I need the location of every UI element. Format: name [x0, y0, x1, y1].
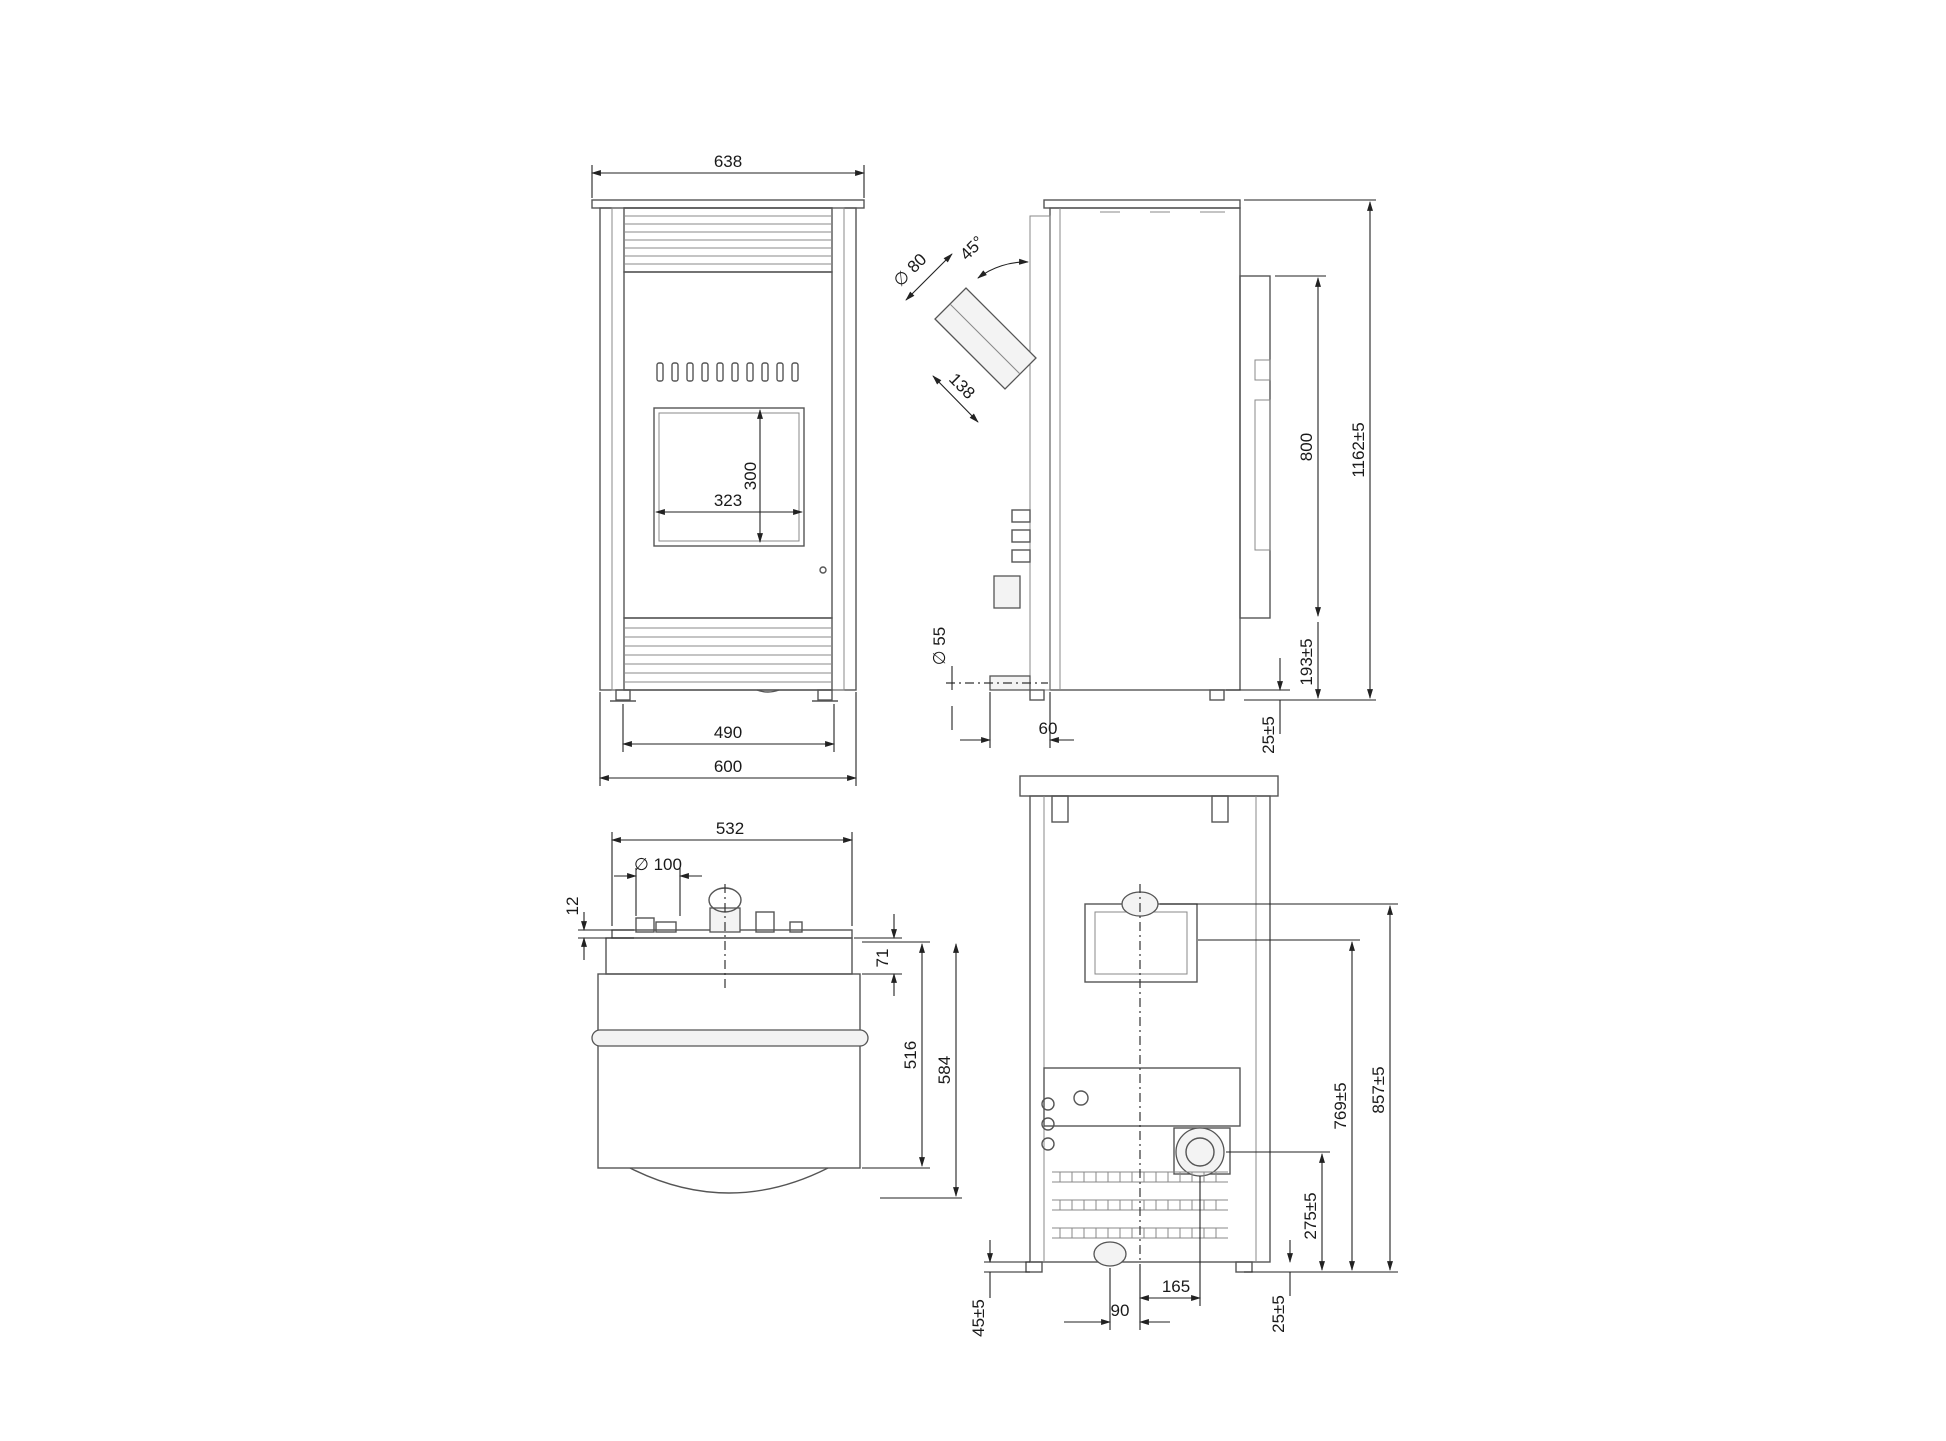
rear-foot-right	[1235, 1261, 1253, 1273]
top-handle-rail	[591, 1029, 869, 1047]
rear-connector-1	[1011, 509, 1031, 523]
dim-intake-diameter: ∅ 55	[930, 627, 949, 665]
front-upper-grille	[623, 207, 833, 273]
dim-window-width: 323	[714, 491, 742, 510]
dim-intake-offset: 60	[1039, 719, 1058, 738]
top-rear-plate	[605, 937, 853, 975]
dim-foot-height: 25±5	[1259, 716, 1278, 754]
front-view	[591, 199, 865, 702]
dim-depth-516: 516	[901, 1041, 920, 1069]
front-vent-slots	[656, 362, 799, 382]
rear-body	[1029, 795, 1271, 1263]
dim-total-height: 1162±5	[1349, 422, 1368, 477]
dim-depth-584: 584	[935, 1056, 954, 1084]
side-top-plate	[1043, 199, 1241, 209]
dim-window-height: 300	[741, 462, 760, 490]
top-small-box-1	[635, 917, 655, 933]
rear-view	[1019, 775, 1279, 1273]
side-foot-rear	[1209, 689, 1225, 701]
dim-offset-90: 90	[1111, 1301, 1130, 1320]
top-small-box-2	[655, 921, 677, 933]
dim-outlet-height-857: 857±5	[1369, 1066, 1388, 1113]
top-small-box-3	[755, 911, 775, 933]
front-window	[653, 407, 805, 547]
rear-connector-3	[1011, 549, 1031, 563]
rear-bracket-right	[1211, 795, 1229, 823]
rear-dimensions: 857±5 769±5 275±5 25±5 45±5 165 90	[969, 903, 1398, 1337]
top-small-box-4	[789, 921, 803, 933]
front-lower-grille	[623, 617, 833, 691]
top-body	[597, 973, 861, 1169]
dim-intake-height: 193±5	[1297, 638, 1316, 685]
dim-height-800: 800	[1297, 433, 1316, 461]
rear-button-3	[1041, 1137, 1055, 1151]
rear-control-board	[1043, 1067, 1241, 1127]
front-foot-left	[615, 689, 631, 701]
rear-button-2	[1041, 1117, 1055, 1131]
dim-offset-165: 165	[1162, 1277, 1190, 1296]
top-front-curve	[629, 1167, 829, 1194]
rear-bracket-left	[1051, 795, 1069, 823]
front-door-panel	[623, 271, 833, 619]
dim-flue-diameter: ∅ 80	[890, 250, 931, 291]
front-top-plate	[591, 199, 865, 209]
rear-pipe	[993, 575, 1021, 609]
front-dimensions: 638 300 323 490 600	[591, 152, 865, 786]
dim-offset-71: 71	[873, 949, 892, 968]
dim-depth-532: 532	[716, 819, 744, 838]
dim-top-width: 638	[714, 152, 742, 171]
flue-pipe	[934, 287, 1037, 390]
side-dimensions: ∅ 80 45° 138 800 1162±5 193±5 ∅ 55 60 25…	[890, 199, 1376, 754]
dim-outlet-height-275: 275±5	[1301, 1192, 1320, 1239]
dim-outlet-diameter: ∅ 100	[634, 855, 682, 874]
side-foot-front	[1029, 689, 1045, 701]
rear-foot-left	[1025, 1261, 1043, 1273]
front-foot-right	[817, 689, 833, 701]
rear-top-plate	[1019, 775, 1279, 797]
dim-flue-angle: 45°	[956, 232, 988, 264]
dim-offset-12: 12	[563, 897, 582, 916]
rear-intake-outlet	[1175, 1127, 1225, 1177]
top-dimensions: 532 ∅ 100 12 71 516 584	[563, 819, 962, 1199]
rear-bottom-intake	[1093, 1241, 1127, 1267]
dim-base-45: 45±5	[969, 1299, 988, 1337]
dim-flue-length: 138	[945, 369, 978, 402]
side-view	[934, 199, 1271, 701]
rear-connector-2	[1011, 529, 1031, 543]
door-handle	[819, 566, 827, 574]
top-view	[591, 884, 869, 1194]
side-body	[1049, 207, 1241, 691]
dim-outlet-height-769: 769±5	[1331, 1082, 1350, 1129]
dim-feet-spacing: 490	[714, 723, 742, 742]
dim-base-25: 25±5	[1269, 1295, 1288, 1333]
dim-body-width: 600	[714, 757, 742, 776]
rear-socket	[1073, 1090, 1089, 1106]
rear-button-1	[1041, 1097, 1055, 1111]
